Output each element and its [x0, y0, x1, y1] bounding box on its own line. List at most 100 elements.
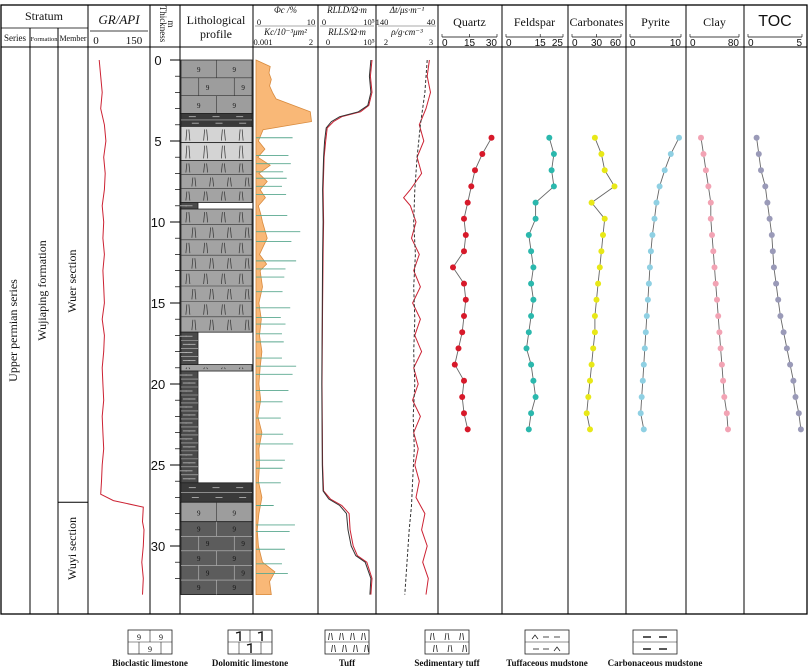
- quartz-point: [468, 183, 475, 190]
- bioclast-glyph: 9: [206, 540, 210, 548]
- feldspar-point: [525, 232, 532, 238]
- res-max-1: 10⁵: [363, 17, 375, 27]
- tuff-glyph: [185, 273, 191, 285]
- bioclast-glyph: 9: [241, 84, 245, 92]
- bioclast-glyph: 9: [197, 584, 201, 592]
- tuff-glyph: [238, 304, 244, 315]
- quartz-point: [461, 377, 467, 384]
- quartz-title: Quartz: [453, 15, 486, 29]
- log-tracks: [98, 59, 432, 595]
- quartz-point: [461, 248, 467, 255]
- pyrite-point: [637, 410, 644, 417]
- gr-min: 0: [93, 35, 99, 47]
- tuff-glyph: [185, 367, 191, 370]
- res-max-2: 10⁵: [363, 37, 375, 47]
- poro-header-label-2: Kc/10⁻³μm²: [263, 27, 307, 37]
- depth-tick-label: 15: [151, 296, 165, 311]
- legend-tuff-glyph: [328, 632, 333, 641]
- bioclast-glyph: 9: [197, 102, 201, 110]
- tuff-glyph: [221, 304, 226, 315]
- pyrite-point: [649, 232, 656, 238]
- clay-point: [718, 361, 725, 368]
- legend-tuff-glyph: [361, 632, 366, 641]
- tuff-glyph: [221, 129, 226, 141]
- bioclast-glyph: 9: [233, 509, 237, 517]
- feldspar-tick-label: 25: [552, 38, 564, 49]
- tuff-glyph: [221, 191, 226, 201]
- pyrite-point: [667, 151, 674, 157]
- tuff-glyph: [244, 319, 250, 331]
- gr-max: 150: [126, 35, 143, 47]
- member-label: Member: [59, 34, 86, 43]
- quartz-point: [459, 329, 466, 336]
- clay-point: [715, 313, 722, 319]
- feldspar-title: Feldspar: [514, 15, 555, 29]
- carbonates-point: [598, 248, 605, 255]
- poro-min-2: 0.001: [253, 37, 272, 47]
- bioclast-glyph: 9: [197, 66, 201, 74]
- carbonates-point: [591, 329, 598, 336]
- poro-header-label-1: Φc /%: [274, 5, 297, 15]
- toc-point: [777, 313, 784, 319]
- feldspar-point: [532, 215, 539, 222]
- sonic-min-2: 2: [384, 37, 388, 47]
- carbonates-point: [611, 183, 618, 190]
- pyrite-title: Pyrite: [641, 15, 670, 29]
- sonic-max-1: 40: [427, 17, 436, 27]
- tuff-glyph: [203, 145, 208, 159]
- pyrite-point: [646, 264, 653, 271]
- tuff-glyph: [238, 242, 244, 254]
- pyrite-point: [640, 426, 647, 433]
- carbonates-point: [583, 410, 590, 417]
- toc-point: [783, 345, 790, 352]
- sonic-header-label-1: Δt/μs·m⁻¹: [389, 5, 425, 15]
- res-header-label-1: RLLD/Ω·m: [326, 5, 367, 15]
- quartz-point: [451, 361, 458, 368]
- poro-max-2: 2: [309, 37, 313, 47]
- quartz-point: [461, 280, 467, 287]
- frame: [0, 4, 808, 615]
- legend-label: Bioclastic limestone: [112, 658, 188, 668]
- toc-point: [766, 215, 773, 222]
- tuff-glyph: [221, 163, 226, 173]
- carbonates-point: [591, 313, 598, 319]
- legend-tuff-glyph: [339, 632, 344, 641]
- legend-bioclast-glyph: 9: [159, 633, 163, 642]
- carbonates-point: [588, 361, 595, 368]
- clay-point: [711, 264, 718, 271]
- res-min-2: 0: [326, 37, 330, 47]
- legend-tuff-glyph: [429, 632, 435, 641]
- carbonates-tick-label: 60: [610, 38, 622, 49]
- carbonates-point: [593, 296, 600, 303]
- carbonates-point: [590, 345, 597, 352]
- pyrite-point: [651, 215, 658, 222]
- lithology-bed: [180, 142, 253, 161]
- pyrite-tick-label: 10: [670, 38, 682, 49]
- lithology-bed: [180, 364, 253, 372]
- tuff-glyph: [191, 319, 197, 331]
- pyrite-point: [676, 134, 682, 141]
- toc-point: [753, 134, 760, 141]
- clay-point: [707, 215, 714, 222]
- toc-point: [762, 183, 769, 190]
- tuff-glyph: [203, 191, 208, 201]
- bioclast-glyph: 9: [206, 84, 210, 92]
- feldspar-point: [525, 329, 532, 336]
- carbonates-point: [587, 426, 593, 433]
- stratum-label: Stratum: [25, 9, 64, 23]
- toc-point: [758, 167, 764, 174]
- legend-tuff-glyph: [459, 632, 465, 641]
- legend-label: Tuff: [339, 658, 356, 668]
- bioclast-glyph: 9: [233, 526, 237, 534]
- quartz-point: [462, 296, 469, 303]
- feldspar-point: [528, 410, 535, 417]
- poro-max-1: 10: [307, 17, 316, 27]
- tuff-glyph: [191, 258, 197, 269]
- res-curve: [321, 59, 372, 595]
- depth-tick-label: 30: [151, 539, 165, 554]
- bioclast-glyph: 9: [233, 555, 237, 563]
- carbonates-point: [601, 215, 608, 222]
- clay-point: [709, 232, 715, 238]
